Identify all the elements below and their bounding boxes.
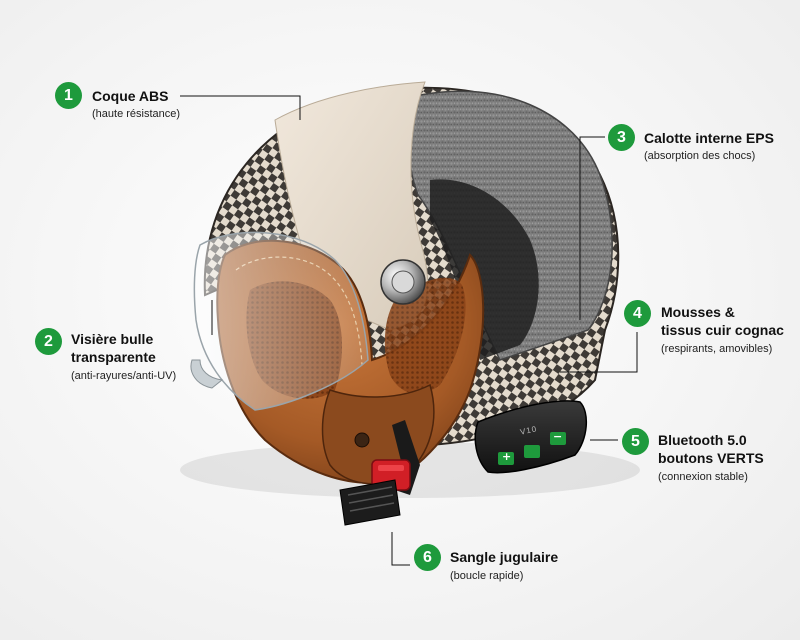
visor	[193, 231, 369, 411]
number-badge: 6	[414, 544, 441, 571]
number-badge: 5	[622, 428, 649, 455]
callout-title: Bluetooth 5.0	[658, 432, 747, 448]
visor-tab	[190, 359, 224, 389]
callout-subtitle: (haute résistance)	[92, 108, 181, 120]
callout-subtitle: (anti-rayures/anti-UV)	[71, 370, 177, 382]
bt-button-minus	[550, 432, 566, 445]
visor-knob-center	[391, 270, 415, 294]
buckle-red-shine	[378, 465, 404, 471]
minus-glyph: −	[553, 430, 563, 443]
callout-title-line2: transparente	[71, 349, 156, 365]
flap-rivet	[354, 432, 370, 448]
number-badge: 3	[608, 124, 635, 151]
callout-title-line2: boutons VERTS	[658, 450, 764, 466]
bt-button-center	[524, 445, 540, 458]
callout-title: Calotte interne EPS	[644, 130, 774, 146]
leader-line-3	[579, 136, 605, 320]
plus-glyph: +	[502, 450, 512, 463]
callout-title: Mousses &	[661, 304, 735, 320]
callout-title: Coque ABS	[92, 88, 169, 104]
number-badge: 1	[55, 82, 82, 109]
callout-title: Visière bulle	[71, 331, 154, 347]
mesh-liner-right	[384, 277, 466, 394]
leader-line-6	[391, 532, 410, 566]
number-badge: 4	[624, 300, 651, 327]
callout-title-line2: tissus cuir cognac	[661, 322, 784, 338]
leader-line-4	[560, 332, 638, 373]
inner-shell	[430, 179, 539, 360]
callout-subtitle: (absorption des chocs)	[644, 150, 756, 162]
callout-subtitle: (respirants, amovibles)	[661, 343, 773, 355]
buckle-teeth	[347, 486, 395, 512]
callout-title: Sangle jugulaire	[450, 549, 559, 565]
callout-subtitle: (connexion stable)	[658, 471, 748, 483]
leader-line-1	[180, 95, 301, 120]
callout-subtitle: (boucle rapide)	[450, 570, 524, 582]
buckle-black	[339, 479, 401, 526]
bt-button-plus	[498, 452, 514, 465]
number-badge: 2	[35, 328, 62, 355]
